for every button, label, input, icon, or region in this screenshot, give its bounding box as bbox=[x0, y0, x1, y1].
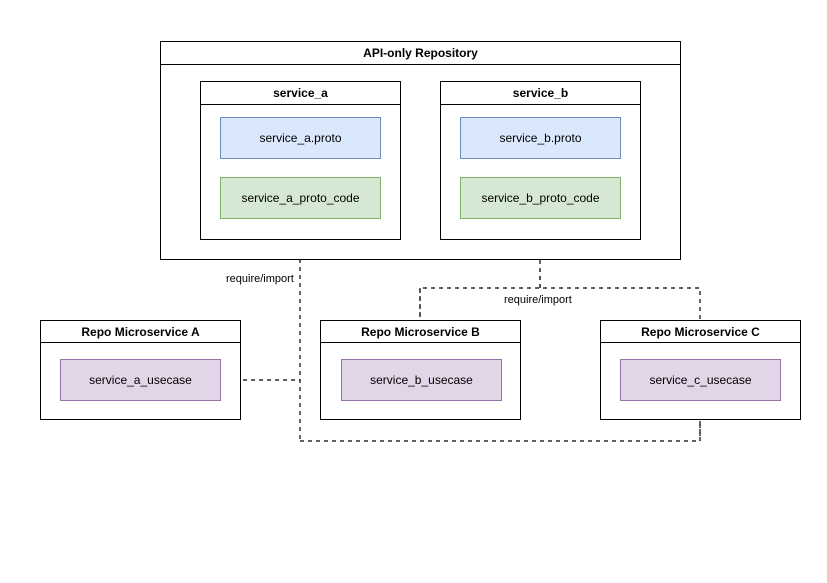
service-a-proto-code-box[interactable]: service_a_proto_code bbox=[220, 177, 381, 219]
service-b-usecase-box[interactable]: service_b_usecase bbox=[341, 359, 502, 401]
service-a-proto-box[interactable]: service_a.proto bbox=[220, 117, 381, 159]
repo-microservice-a-title: Repo Microservice A bbox=[41, 321, 240, 343]
service-a-title: service_a bbox=[201, 82, 400, 105]
service-b-title: service_b bbox=[441, 82, 640, 105]
api-only-repository-title: API-only Repository bbox=[161, 42, 680, 65]
service-a-usecase-box[interactable]: service_a_usecase bbox=[60, 359, 221, 401]
repo-microservice-b-title: Repo Microservice B bbox=[321, 321, 520, 343]
service-b-proto-box[interactable]: service_b.proto bbox=[460, 117, 621, 159]
repo-microservice-c-title: Repo Microservice C bbox=[601, 321, 800, 343]
service-b-proto-code-box[interactable]: service_b_proto_code bbox=[460, 177, 621, 219]
service-c-usecase-box[interactable]: service_c_usecase bbox=[620, 359, 781, 401]
edge-label-right: require/import bbox=[502, 294, 574, 306]
edge-label-left: require/import bbox=[224, 273, 296, 285]
